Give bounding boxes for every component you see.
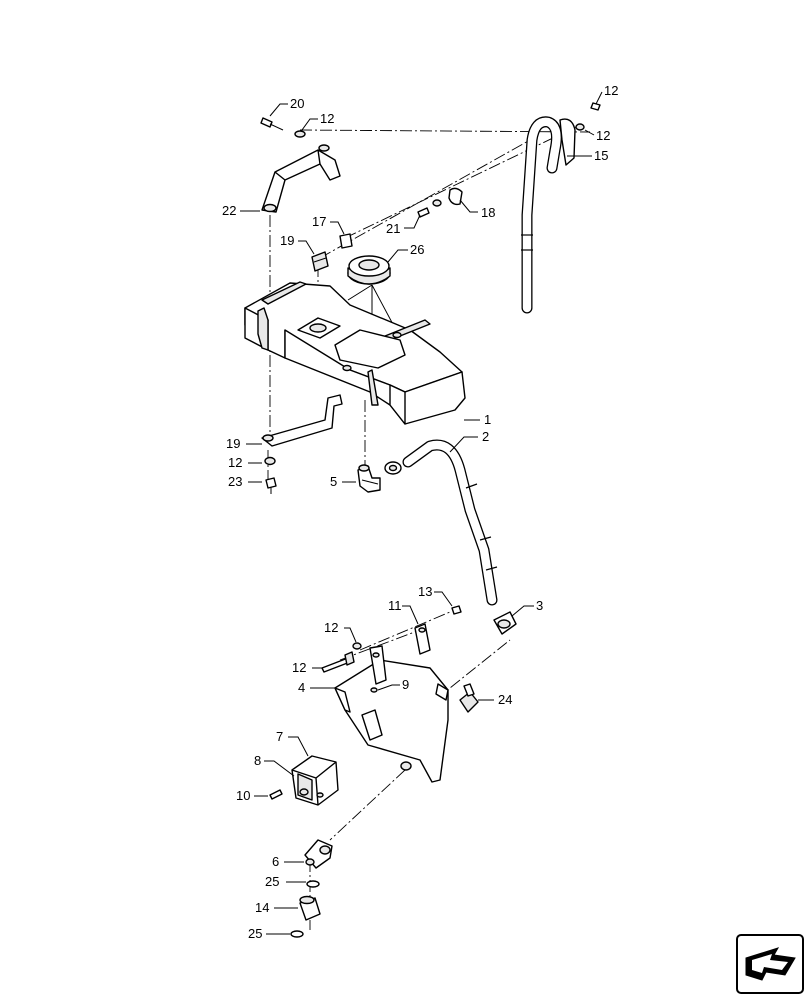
label-13: 12 — [292, 660, 306, 675]
label-23: 23 — [228, 474, 242, 489]
washer-12-mid — [352, 642, 362, 650]
screw-10 — [269, 789, 283, 800]
label-19-mid: 21 — [386, 221, 400, 236]
fitting-6 — [304, 839, 333, 869]
label-9: 9 — [402, 677, 409, 692]
label-12-top: 12 — [320, 111, 334, 126]
washer-12-lower — [264, 456, 276, 466]
label-12-lower: 12 — [228, 455, 242, 470]
label-20: 19 — [280, 233, 294, 248]
alignment-lines — [267, 124, 591, 930]
label-17: 17 — [312, 214, 326, 229]
washer-12-top — [294, 130, 306, 138]
label-26: 26 — [410, 242, 424, 257]
fitting-20 — [311, 251, 329, 272]
label-25-upper: 25 — [265, 874, 279, 889]
vent-hose — [521, 102, 601, 314]
lower-bracket — [261, 394, 343, 447]
label-4: 4 — [298, 680, 305, 695]
label-12-mid: 12 — [324, 620, 338, 635]
next-page-arrow-icon[interactable] — [736, 934, 804, 994]
label-11: 11 — [388, 598, 402, 613]
fitting-24 — [459, 683, 479, 713]
fuel-tank — [244, 281, 466, 425]
label-24: 24 — [498, 692, 512, 707]
label-25-lower: 25 — [248, 926, 262, 941]
leader-lines — [240, 91, 603, 935]
clamp-25-lower — [290, 930, 304, 938]
label-22: 19 — [226, 436, 240, 451]
fuel-filter — [291, 755, 339, 806]
item-labels: 20 12 22 12 12 15 18 21 17 19 26 1 2 19 … — [222, 83, 618, 941]
fuel-cap — [347, 255, 397, 331]
label-7: 7 — [276, 729, 283, 744]
label-1: 1 — [484, 412, 491, 427]
clamp-25-upper — [306, 880, 320, 888]
grommet — [384, 461, 402, 475]
upper-bracket — [261, 144, 341, 213]
label-2: 2 — [482, 429, 489, 444]
label-5: 5 — [330, 474, 337, 489]
elbow-5 — [357, 464, 381, 493]
label-14-lower: 13 — [418, 584, 432, 599]
clamp-18 — [417, 187, 463, 218]
hose-15 — [299, 895, 321, 921]
bolt-13 — [321, 651, 355, 673]
fitting-3 — [493, 611, 517, 635]
label-14-top: 12 — [604, 83, 618, 98]
fuel-hose — [402, 439, 498, 606]
bolt-19-top — [260, 117, 284, 131]
strap-11 — [414, 623, 431, 655]
filter-mount-bracket — [334, 645, 449, 783]
label-10: 10 — [236, 788, 250, 803]
label-19-top: 20 — [290, 96, 304, 111]
fitting-17 — [339, 233, 353, 249]
label-18: 18 — [481, 205, 495, 220]
label-6: 6 — [272, 854, 279, 869]
label-16: 15 — [594, 148, 608, 163]
label-3: 3 — [536, 598, 543, 613]
label-21: 22 — [222, 203, 236, 218]
label-15: 14 — [255, 900, 269, 915]
label-8: 8 — [254, 753, 261, 768]
bolt-14-lower — [451, 605, 462, 615]
bolt-23 — [265, 477, 277, 494]
label-12-right: 12 — [596, 128, 610, 143]
